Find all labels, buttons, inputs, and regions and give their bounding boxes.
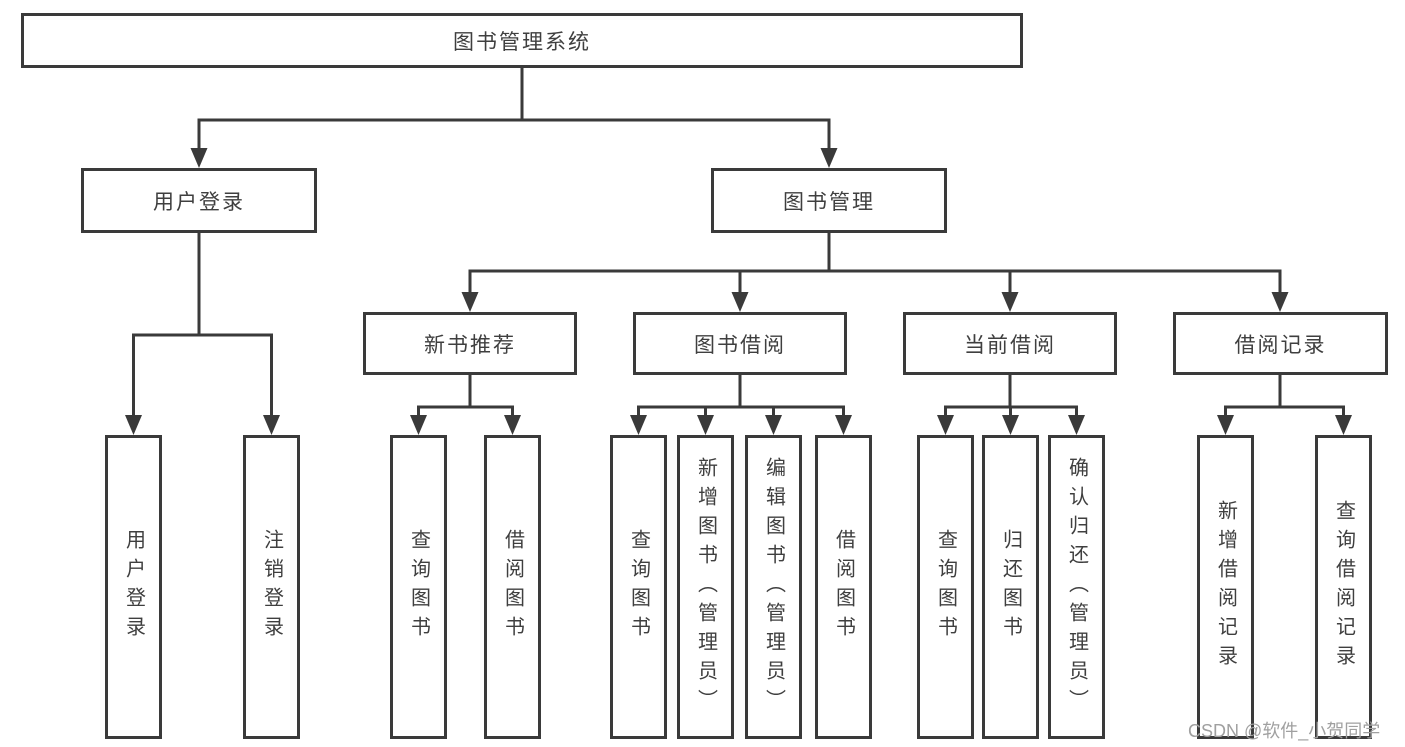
arrow-icon (504, 415, 521, 435)
arrow-icon (410, 415, 427, 435)
arrow-icon (1271, 292, 1289, 312)
connector-root-to-level2 (190, 68, 838, 168)
leaf-search-borrow-record: 查询借阅记录 (1315, 435, 1372, 739)
leaf-return-book: 归还图书 (982, 435, 1039, 739)
node-user-login: 用户登录 (81, 168, 317, 233)
node-book-management: 图书管理 (711, 168, 947, 233)
arrow-icon (1001, 292, 1019, 312)
leaf-search-book-recommend: 查询图书 (390, 435, 447, 739)
leaf-edit-book-admin: 编辑图书（管理员） (745, 435, 802, 739)
leaf-add-borrow-record: 新增借阅记录 (1197, 435, 1254, 739)
arrow-icon (820, 148, 838, 168)
arrow-icon (125, 415, 142, 435)
leaf-borrow-book: 借阅图书 (815, 435, 872, 739)
connector-current-borrow-to-leaves (937, 375, 1085, 435)
node-root: 图书管理系统 (21, 13, 1023, 68)
connector-borrow-records-to-leaves (1217, 375, 1352, 435)
arrow-icon (1217, 415, 1234, 435)
arrow-icon (1002, 415, 1019, 435)
connector-user-login-to-leaves (125, 233, 280, 435)
arrow-icon (1335, 415, 1352, 435)
arrow-icon (937, 415, 954, 435)
arrow-icon (1068, 415, 1085, 435)
watermark: CSDN @软件_小贺同学 (1188, 721, 1381, 741)
node-book-borrow: 图书借阅 (633, 312, 847, 375)
connector-book-borrow-to-leaves (630, 375, 852, 435)
leaf-borrow-book-recommend: 借阅图书 (484, 435, 541, 739)
arrow-icon (461, 292, 479, 312)
node-current-borrow: 当前借阅 (903, 312, 1117, 375)
arrow-icon (697, 415, 714, 435)
arrow-icon (263, 415, 280, 435)
connector-book-management-to-level3 (461, 233, 1289, 312)
arrow-icon (190, 148, 208, 168)
leaf-search-book-borrow: 查询图书 (610, 435, 667, 739)
leaf-search-book-current: 查询图书 (917, 435, 974, 739)
leaf-user-login: 用户登录 (105, 435, 162, 739)
leaf-logout: 注销登录 (243, 435, 300, 739)
arrow-icon (630, 415, 647, 435)
node-borrow-records: 借阅记录 (1173, 312, 1388, 375)
node-new-book-recommend: 新书推荐 (363, 312, 577, 375)
connector-new-book-to-leaves (410, 375, 521, 435)
arrow-icon (731, 292, 749, 312)
leaf-add-book-admin: 新增图书（管理员） (677, 435, 734, 739)
arrow-icon (765, 415, 782, 435)
arrow-icon (835, 415, 852, 435)
leaf-confirm-return-admin: 确认归还（管理员） (1048, 435, 1105, 739)
